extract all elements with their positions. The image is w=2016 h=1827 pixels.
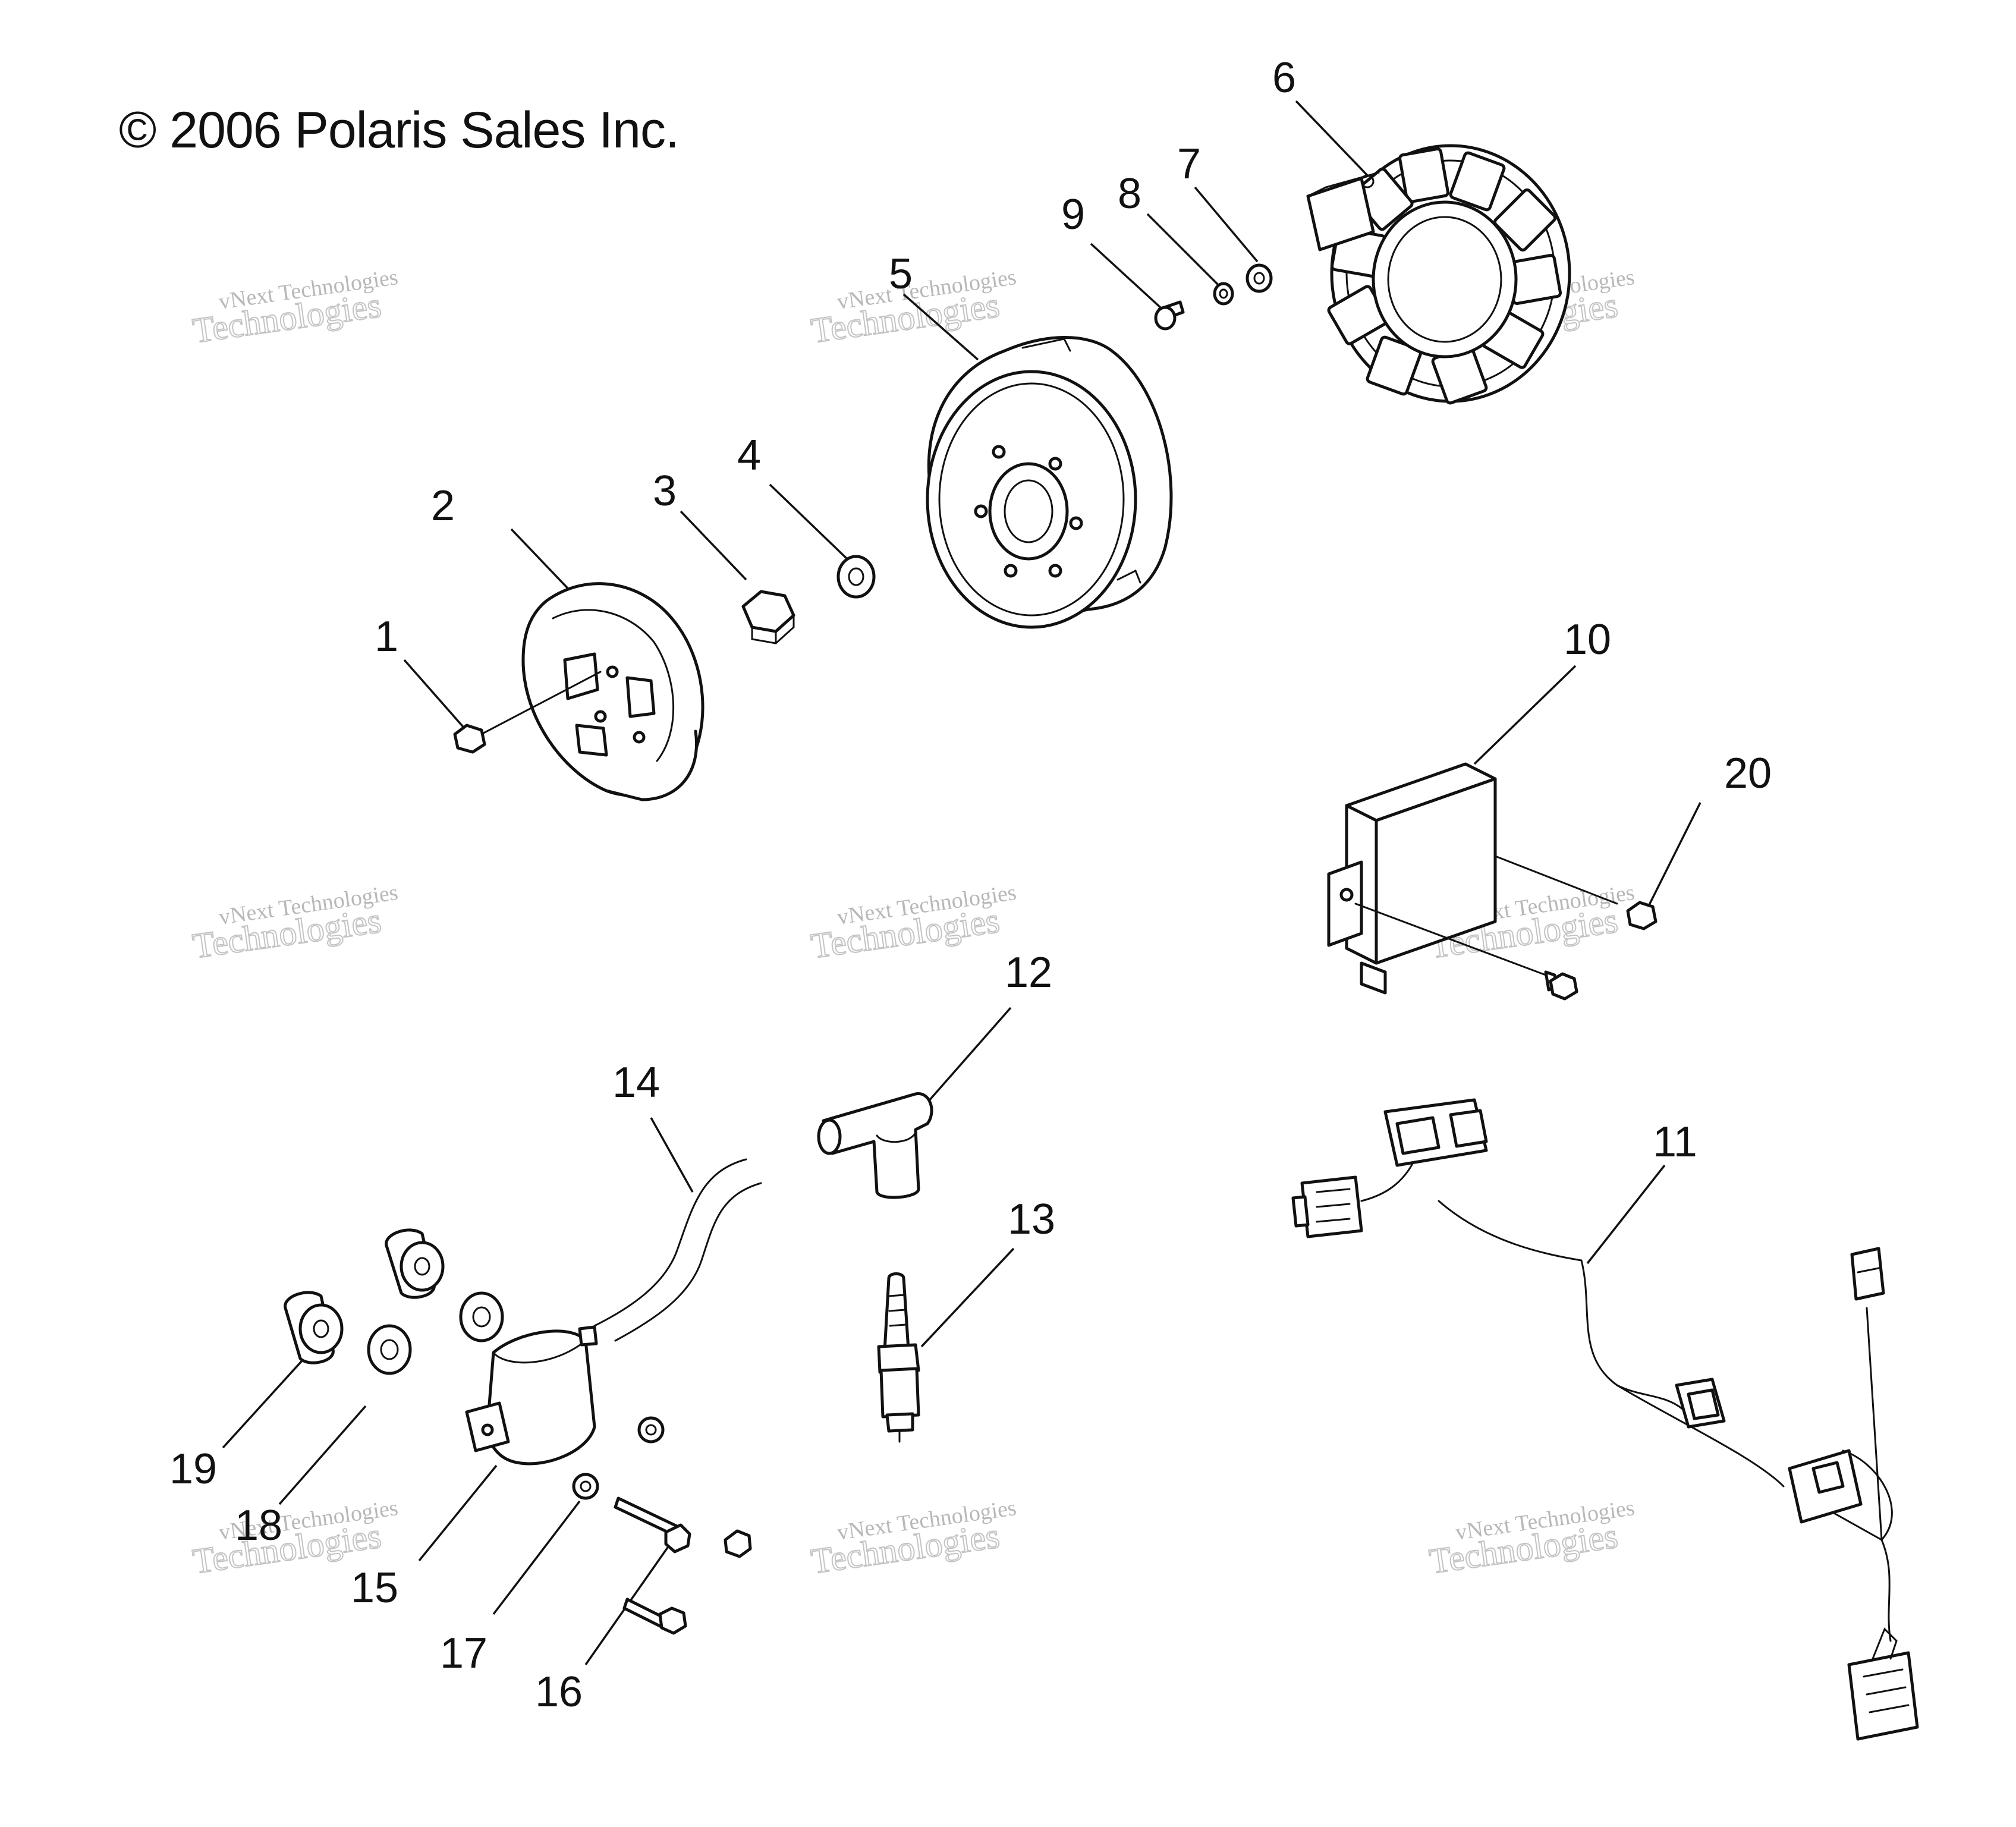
part-2-starter-cup (521, 582, 705, 801)
leader-3 (680, 510, 747, 581)
leader-15 (418, 1464, 498, 1562)
leader-18 (278, 1405, 367, 1505)
leader-9 (1090, 243, 1163, 310)
callout-8: 8 (1118, 170, 1141, 218)
leader-13 (920, 1247, 1015, 1348)
part-17-star-washer (572, 1416, 665, 1500)
callout-20: 20 (1724, 750, 1772, 797)
callout-17: 17 (440, 1630, 488, 1677)
part-20-screw (1544, 901, 1658, 1001)
part-7-washer (1246, 263, 1273, 293)
connector-right (1788, 1449, 1863, 1524)
leader-1 (403, 659, 471, 735)
leader-5 (902, 293, 979, 361)
callout-13: 13 (1008, 1196, 1055, 1243)
callout-18: 18 (235, 1502, 282, 1549)
part-13-spark-plug (877, 1272, 920, 1443)
callout-7: 7 (1177, 140, 1201, 188)
callout-11: 11 (1653, 1118, 1697, 1166)
callout-4: 4 (737, 432, 761, 479)
connector-bottom (1847, 1627, 1919, 1741)
callout-labels: 1 2 3 4 5 6 7 8 9 10 11 12 13 14 15 16 1… (169, 54, 1772, 1716)
callout-16: 16 (535, 1668, 583, 1716)
part-18-grommet (367, 1291, 504, 1375)
part-3-nut (741, 590, 795, 644)
part-4-washer (836, 555, 876, 599)
watermark: vNext Technologies Technologies (1426, 1495, 1636, 1581)
part-15-ignition-coil (465, 1325, 598, 1466)
watermark: vNext Technologies Technologies (190, 265, 400, 351)
leader-20 (1646, 802, 1702, 910)
part-1-screw (453, 671, 602, 754)
watermark: vNext Technologies Technologies (190, 880, 400, 966)
part-9-screw (1154, 300, 1185, 331)
callout-9: 9 (1061, 191, 1085, 238)
leader-10 (1473, 665, 1577, 765)
part-5-flywheel (926, 336, 1173, 629)
leader-2 (510, 528, 575, 596)
stator-poles (1327, 147, 1562, 405)
part-8-lock-washer (1213, 282, 1234, 306)
connector-middle (1675, 1378, 1726, 1429)
callout-2: 2 (431, 482, 455, 530)
part-11-wire-harness (1291, 1098, 1919, 1741)
leader-12 (923, 1007, 1012, 1107)
leader-8 (1146, 213, 1223, 290)
callout-6: 6 (1272, 54, 1296, 102)
connector-top-right (1850, 1247, 1885, 1301)
callout-12: 12 (1005, 949, 1052, 996)
leader-7 (1194, 186, 1259, 263)
callout-1: 1 (375, 613, 398, 661)
callout-19: 19 (169, 1445, 217, 1493)
leader-6 (1295, 100, 1369, 177)
callout-5: 5 (889, 250, 913, 298)
part-10-cdi-module (1327, 762, 1618, 995)
part-6-stator (1306, 144, 1571, 405)
watermark: vNext Technologies Technologies (808, 880, 1018, 966)
leader-lines (222, 100, 1702, 1666)
callout-15: 15 (351, 1564, 398, 1612)
callout-3: 3 (653, 467, 677, 515)
leader-17 (492, 1500, 581, 1615)
leader-19 (222, 1348, 313, 1449)
part-19-bushing (284, 1228, 445, 1364)
watermark: vNext Technologies Technologies (808, 1495, 1018, 1581)
part-16-bolt (614, 1496, 752, 1635)
part-12-plug-cap (817, 1092, 933, 1199)
connector-top (1383, 1098, 1488, 1167)
leader-4 (769, 483, 851, 563)
part-14-ht-lead (593, 1158, 762, 1342)
connector-left (1291, 1175, 1363, 1238)
watermark: vNext Technologies Technologies (808, 265, 1018, 351)
callout-14: 14 (612, 1059, 660, 1106)
leader-11 (1586, 1164, 1666, 1265)
callout-10: 10 (1564, 616, 1611, 663)
leader-14 (650, 1117, 694, 1193)
copyright-notice: © 2006 Polaris Sales Inc. (119, 102, 680, 159)
